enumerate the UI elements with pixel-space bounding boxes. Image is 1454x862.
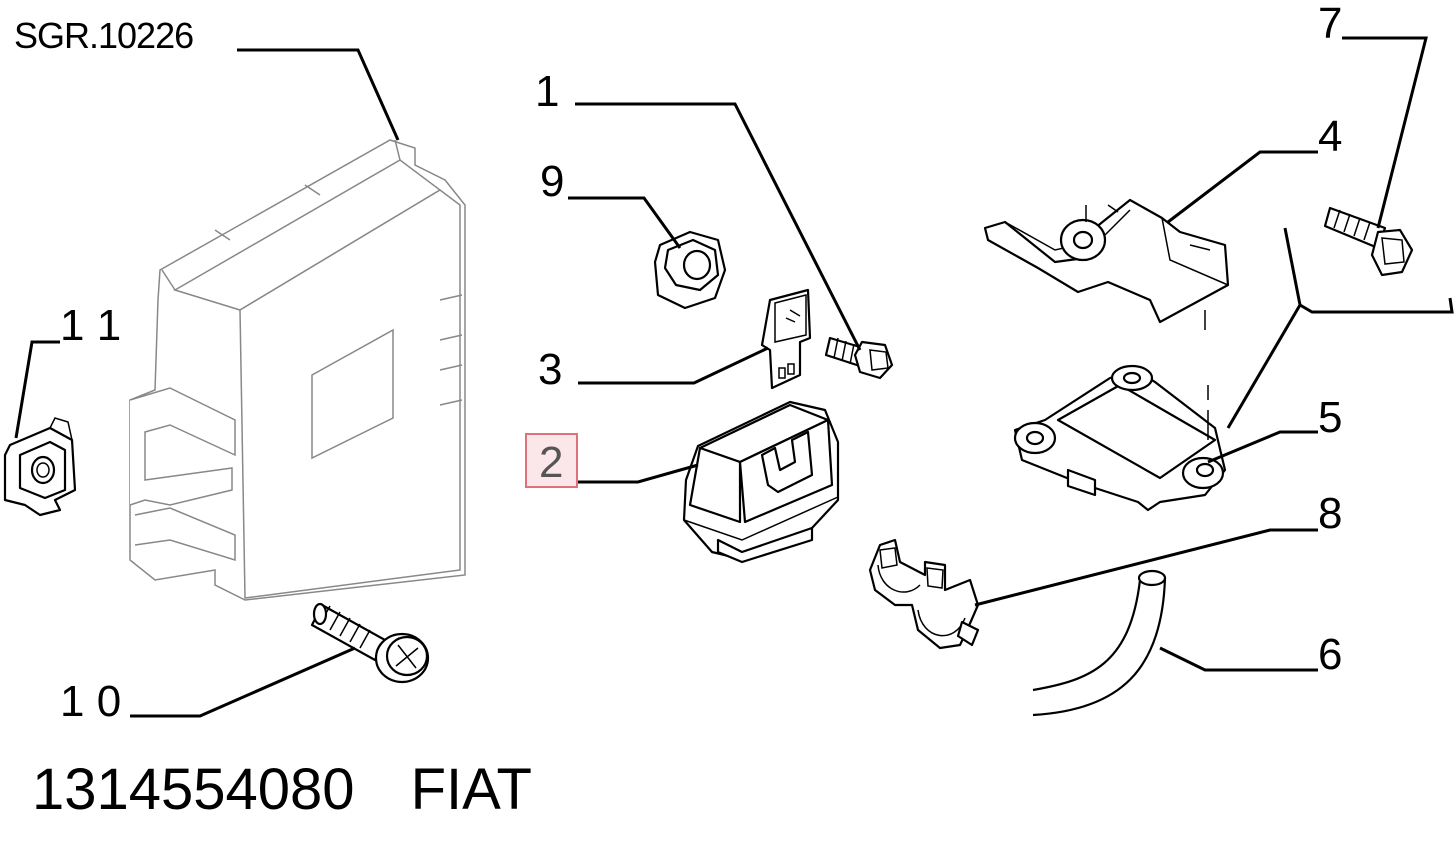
bracket-part-4[interactable]	[983, 198, 1230, 324]
leader-line-ecu	[237, 48, 400, 141]
reference-code: SGR.10226	[14, 15, 194, 56]
callout-4[interactable]: 4	[1318, 112, 1343, 161]
part-footer: 1314554080 FIAT	[32, 758, 532, 822]
callout-7[interactable]: 7	[1318, 0, 1343, 48]
relay-part-2[interactable]	[682, 400, 840, 564]
bolt-part-1[interactable]	[824, 336, 894, 380]
callout-8[interactable]: 8	[1318, 489, 1343, 538]
leader-line-8	[974, 528, 1318, 607]
leader-line-7	[1342, 36, 1428, 229]
leader-line-9	[568, 196, 682, 249]
flange-nut-part-9[interactable]	[653, 230, 727, 310]
callout-2[interactable]: 2	[539, 438, 564, 487]
leader-line-5	[1207, 430, 1318, 464]
leader-line-5-group-b	[1299, 297, 1454, 314]
leader-line-10	[130, 646, 356, 718]
part-number: 1314554080	[32, 757, 355, 822]
callout-6[interactable]: 6	[1318, 630, 1343, 679]
leader-line-2	[578, 463, 699, 484]
hose-part-6[interactable]	[1032, 569, 1167, 717]
selected-callout-highlight	[525, 433, 578, 488]
leader-line-1	[575, 102, 862, 351]
brand-name: FIAT	[410, 757, 532, 822]
callout-10[interactable]: 1 0	[60, 677, 122, 726]
leader-line-3	[578, 346, 769, 385]
leader-line-11	[14, 340, 60, 439]
screw-part-10[interactable]	[310, 602, 430, 684]
leader-line-6	[1159, 646, 1318, 672]
hose-clip-part-8[interactable]	[868, 538, 980, 650]
callout-5[interactable]: 5	[1318, 393, 1343, 442]
callout-11[interactable]: 1 1	[60, 301, 122, 350]
callout-1[interactable]: 1	[535, 67, 560, 116]
leader-line-4	[1167, 150, 1318, 224]
bolt-part-7[interactable]	[1323, 206, 1414, 277]
clip-part-3[interactable]	[760, 288, 812, 390]
sensor-part-5[interactable]	[1013, 310, 1227, 512]
callout-3[interactable]: 3	[538, 345, 563, 394]
callout-9[interactable]: 9	[540, 157, 565, 206]
ecu-module[interactable]	[129, 139, 466, 601]
leader-line-5-group	[1226, 227, 1302, 429]
cage-nut-part-11[interactable]	[3, 417, 77, 517]
